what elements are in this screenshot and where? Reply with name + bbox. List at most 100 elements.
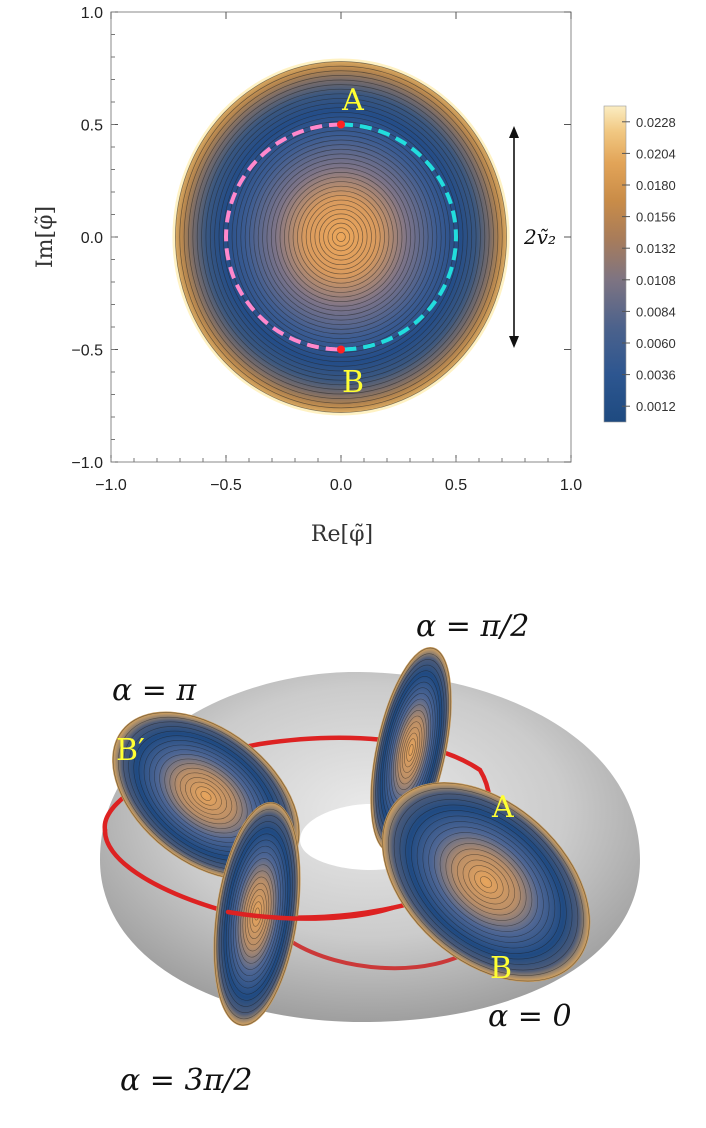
contour-line xyxy=(301,195,381,279)
colorbar-tick-label: 0.0156 xyxy=(636,210,676,225)
contour-line xyxy=(188,75,494,399)
label-b: B xyxy=(490,951,512,986)
contour-line xyxy=(257,148,425,326)
label-alpha-half-pi: α = π/2 xyxy=(416,609,529,644)
torus-diagram: B′ A B α = π/2 α = π α = 0 α = 3π/2 xyxy=(100,609,640,1098)
x-tick-label: 0.0 xyxy=(330,477,352,494)
colorbar-tick-label: 0.0012 xyxy=(636,399,676,414)
disc-contour-ring xyxy=(395,710,427,790)
label-alpha-three-half-pi: α = 3π/2 xyxy=(120,1063,252,1098)
disc-contour-ring xyxy=(422,821,550,943)
colorbar-tick-label: 0.0204 xyxy=(636,146,676,161)
disc-contour-ring xyxy=(179,772,233,820)
disc-contour-ring xyxy=(416,815,556,949)
contour-line xyxy=(270,162,412,312)
contour-line xyxy=(218,107,464,367)
colorbar-tick-label: 0.0084 xyxy=(636,304,676,319)
contour-line xyxy=(249,139,433,335)
disc-contour-ring xyxy=(404,732,418,768)
disc-contour-ring xyxy=(411,810,561,954)
disc-contour-ring xyxy=(474,870,498,894)
height-arrow xyxy=(509,126,519,348)
contour-line xyxy=(196,84,486,390)
label-a: A xyxy=(491,790,514,825)
point-label-b: B xyxy=(342,365,364,400)
contour-line xyxy=(266,158,416,316)
disc-contour-ring xyxy=(393,793,579,971)
y-tick-label: 0.0 xyxy=(81,230,103,247)
disc-contour-ring xyxy=(439,837,533,927)
contour-line xyxy=(201,88,481,386)
contour-line xyxy=(253,144,429,330)
contour-line xyxy=(192,79,490,395)
label-alpha-zero: α = 0 xyxy=(488,999,572,1034)
axis-ticks: −1.0−1.0−0.5−0.50.00.00.50.51.01.0 xyxy=(71,5,582,494)
colorbar-ticks: 0.02280.02040.01800.01560.01320.01080.00… xyxy=(622,115,676,414)
contour-line xyxy=(292,185,390,289)
disc-contour-ring xyxy=(393,704,429,796)
point-b xyxy=(337,345,345,354)
disc-contour-ring xyxy=(397,715,425,785)
y-tick-label: −1.0 xyxy=(71,455,103,472)
contour-plot: −1.0−1.0−0.5−0.50.00.00.50.51.01.0 Re[φ̃… xyxy=(33,5,582,547)
disc-contour-ring xyxy=(388,788,584,976)
contour-line xyxy=(240,130,442,344)
point-label-a: A xyxy=(341,83,364,118)
disc-contour-ring xyxy=(428,826,544,938)
disc-contour-ring xyxy=(169,763,243,829)
contour-line xyxy=(262,153,420,321)
contour-line xyxy=(279,171,403,303)
contour-line xyxy=(310,204,372,270)
disc-contour-ring xyxy=(462,859,510,905)
contour-line xyxy=(336,232,346,242)
disc-fill xyxy=(175,61,507,413)
x-tick-label: 0.5 xyxy=(445,477,467,494)
disc-contour-ring xyxy=(399,799,573,965)
colorbar-tick-label: 0.0228 xyxy=(636,115,676,130)
colorbar-bar xyxy=(603,105,627,423)
contour-line xyxy=(183,70,499,404)
contour-line xyxy=(323,218,359,256)
contour-line xyxy=(305,199,377,275)
contour-line xyxy=(327,222,355,252)
contour-line xyxy=(288,181,394,293)
contour-line xyxy=(318,213,364,261)
disc-contour-ring xyxy=(405,804,567,960)
colorbar-tick-label: 0.0180 xyxy=(636,178,676,193)
dashed-paths xyxy=(223,120,459,354)
disc-contour-ring xyxy=(195,786,217,806)
contour-line xyxy=(179,65,503,409)
y-tick-label: 0.5 xyxy=(81,118,103,135)
contour-line xyxy=(297,190,385,284)
disc-contour-ring xyxy=(479,876,493,888)
x-tick-label: −0.5 xyxy=(210,477,242,494)
disc-contour-ring xyxy=(185,777,227,815)
point-a xyxy=(337,120,345,129)
contour-line xyxy=(209,98,473,376)
contour-line xyxy=(244,135,438,339)
contour-line xyxy=(331,227,351,247)
disc-contour-ring xyxy=(382,782,590,982)
disc-contour-ring xyxy=(399,721,423,779)
y-tick-label: 1.0 xyxy=(81,5,103,22)
contour-line xyxy=(222,111,460,363)
contour-disc xyxy=(172,58,510,416)
x-axis-label: Re[φ̃] xyxy=(311,522,373,547)
label-b-prime: B′ xyxy=(116,733,145,768)
disc-contour-ring xyxy=(408,744,414,756)
x-tick-label: 1.0 xyxy=(560,477,582,494)
disc-contour-ring xyxy=(445,843,527,921)
disc-contour-ring xyxy=(200,791,212,801)
contour-line xyxy=(275,167,407,307)
disc-alpha-zero xyxy=(381,781,591,983)
label-alpha-pi: α = π xyxy=(112,673,197,708)
disc-contour-ring xyxy=(456,854,516,910)
contour-line xyxy=(314,208,368,266)
height-annotation: 2ṽ₂ xyxy=(523,225,556,249)
path-cyan-dashed xyxy=(340,122,459,352)
contour-line xyxy=(175,61,507,413)
red-loop-front-over xyxy=(225,905,395,921)
contour-line xyxy=(205,93,477,381)
disc-contour-ring xyxy=(174,767,238,825)
